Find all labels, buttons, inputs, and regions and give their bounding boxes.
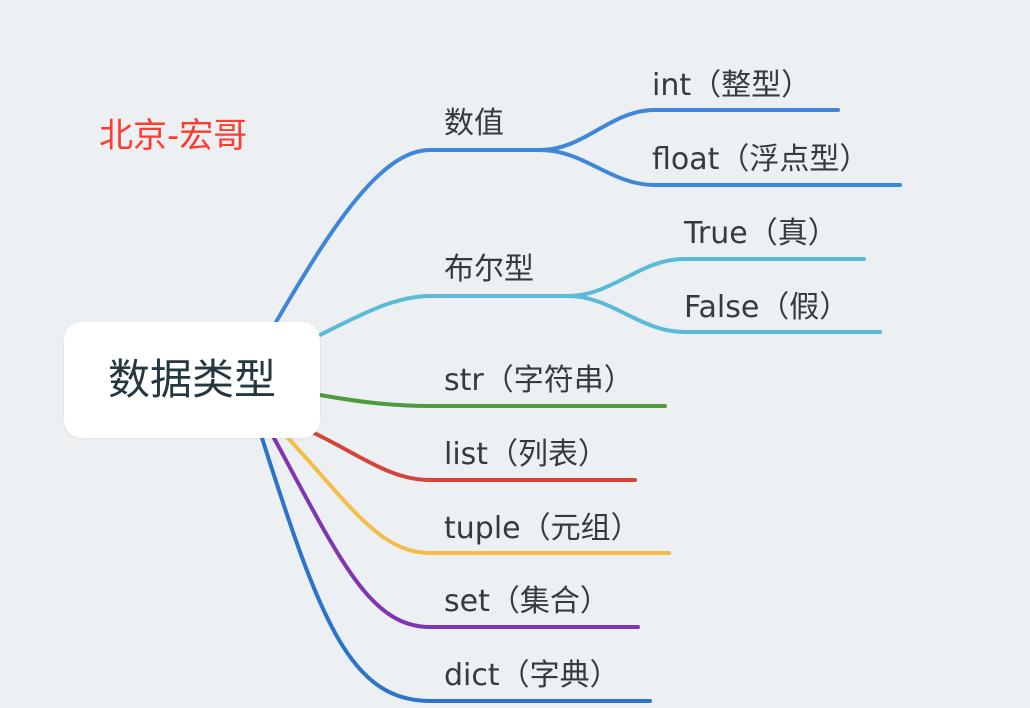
connector-shuzhi <box>274 148 542 324</box>
connector-false <box>566 294 882 334</box>
branch-set-label[interactable]: set（集合） <box>444 584 610 619</box>
connector-str <box>318 393 667 408</box>
connector-int <box>538 108 840 152</box>
branch-shuzhi-label[interactable]: 数值 <box>444 106 504 141</box>
root-node[interactable]: 数据类型 <box>64 322 320 438</box>
branch-tuple-label[interactable]: tuple（元组） <box>444 511 641 546</box>
leaf-int-label[interactable]: int（整型） <box>652 68 812 103</box>
connector-dict <box>260 436 652 703</box>
leaf-false-label[interactable]: False（假） <box>684 290 850 325</box>
branch-str-label[interactable]: str（字符串） <box>444 363 634 398</box>
connector-tuple <box>286 436 671 555</box>
watermark-text: 北京-宏哥 <box>99 116 248 156</box>
root-label: 数据类型 <box>107 355 276 404</box>
connector-float <box>538 148 902 187</box>
leaf-float-label[interactable]: float（浮点型） <box>652 142 870 177</box>
connector-true <box>566 257 866 298</box>
branch-bool-label[interactable]: 布尔型 <box>444 252 534 287</box>
branch-list-label[interactable]: list（列表） <box>444 437 609 472</box>
leaf-true-label[interactable]: True（真） <box>684 216 838 251</box>
connector-bool <box>318 294 570 337</box>
connector-list <box>312 431 637 482</box>
connector-set <box>272 436 640 629</box>
branch-dict-label[interactable]: dict（字典） <box>444 658 620 693</box>
